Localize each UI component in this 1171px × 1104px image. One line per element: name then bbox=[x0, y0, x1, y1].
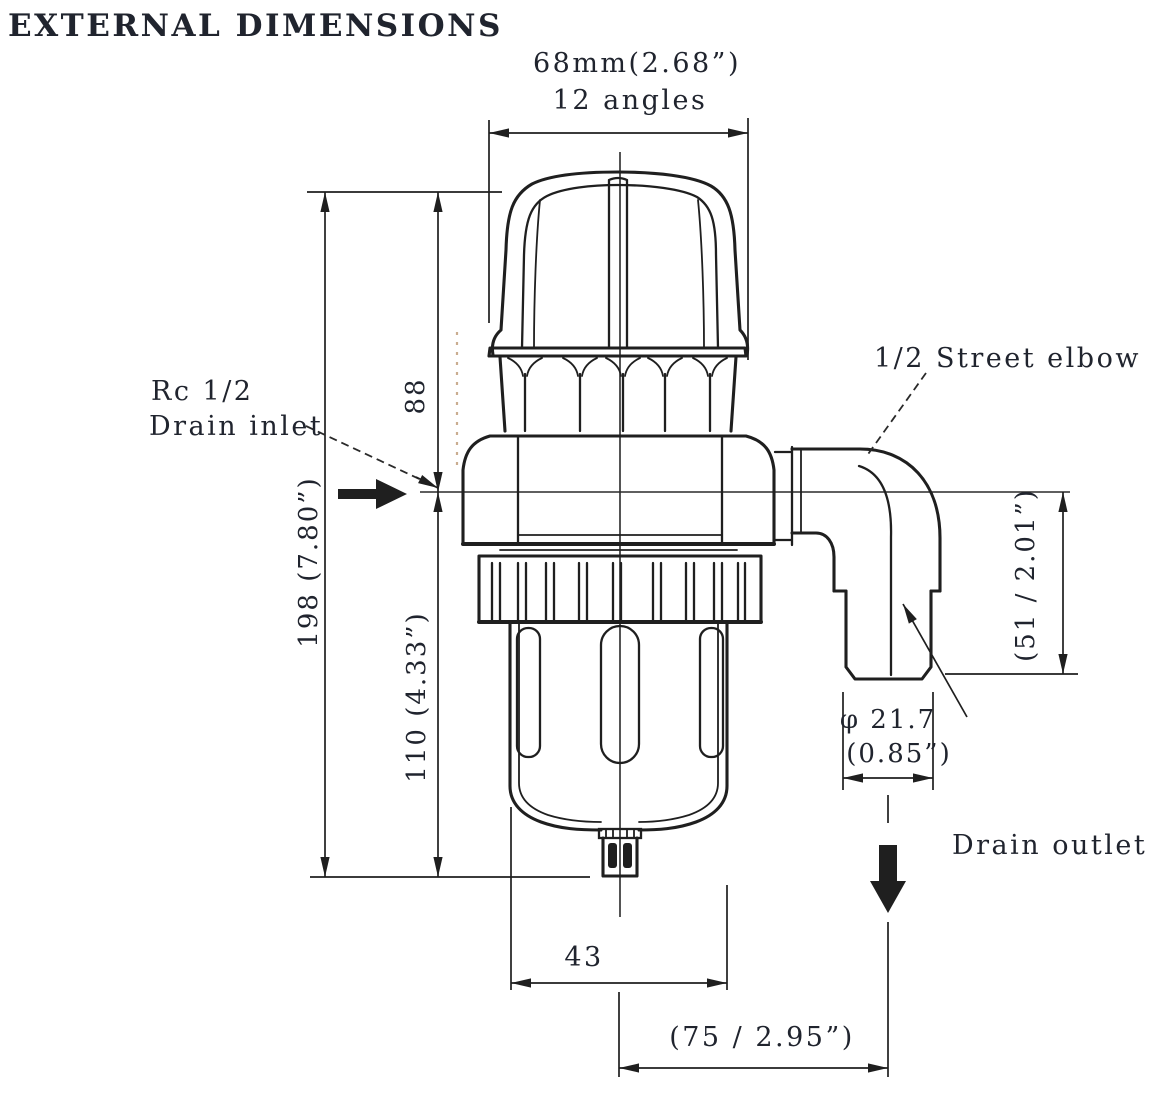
filter-cap bbox=[487, 170, 750, 358]
bowl-slot-right bbox=[698, 626, 725, 759]
thread-leader bbox=[902, 603, 968, 718]
cap-side-facets bbox=[533, 199, 705, 349]
bowl-guard-ring bbox=[477, 549, 763, 624]
ring-ribs bbox=[490, 561, 747, 622]
inlet-arrow-shaft bbox=[338, 489, 378, 499]
cock-detail-right bbox=[623, 843, 632, 868]
dim-outlet-diameter bbox=[842, 603, 968, 790]
dim-text-0-85: (0.85”) bbox=[846, 739, 951, 769]
dim-text-43: 43 bbox=[564, 942, 603, 973]
drain-cock bbox=[597, 827, 643, 878]
bowl-slot-left bbox=[515, 626, 542, 759]
page-title: EXTERNAL DIMENSIONS bbox=[8, 8, 503, 44]
dim-text-75: (75 / 2.95”) bbox=[669, 1022, 855, 1053]
inlet-arrow-head bbox=[376, 479, 407, 509]
label-inlet-thread: Rc 1/2 bbox=[151, 376, 254, 407]
dim-top-width bbox=[488, 118, 749, 360]
bowl-inner-left bbox=[518, 622, 602, 823]
labels: EXTERNAL DIMENSIONS 68mm(2.68”) 12 angle… bbox=[8, 8, 1147, 1053]
label-street-elbow: 1/2 Street elbow bbox=[874, 343, 1141, 374]
elbow-inner bbox=[790, 531, 836, 593]
nut-facet-lines bbox=[523, 372, 712, 433]
label-inlet-name: Drain inlet bbox=[149, 411, 323, 442]
dim-text-21-7: φ 21.7 bbox=[840, 705, 936, 735]
dim-elbow-drop bbox=[945, 492, 1078, 675]
cap-center-facet bbox=[607, 176, 629, 350]
leaders bbox=[305, 372, 927, 489]
dim-heights bbox=[307, 191, 590, 878]
label-drain-outlet: Drain outlet bbox=[952, 830, 1147, 861]
bowl-slot-center bbox=[599, 624, 641, 765]
street-elbow bbox=[790, 447, 942, 681]
elbow-outer bbox=[790, 447, 942, 593]
outlet-port bbox=[773, 445, 794, 547]
cock-flange-hatch bbox=[605, 829, 635, 838]
outlet-arrow-head bbox=[870, 881, 906, 913]
dim-outlet-offset bbox=[618, 992, 888, 1077]
body-block bbox=[461, 434, 794, 547]
bowl-outer-right bbox=[637, 621, 729, 832]
body-inner-verticals bbox=[516, 434, 724, 546]
outlet-arrow-shaft bbox=[879, 845, 897, 883]
label-top-width: 68mm(2.68”) bbox=[533, 48, 741, 79]
cap-inner-outline bbox=[520, 183, 720, 350]
bowl bbox=[508, 621, 729, 832]
body-outline bbox=[461, 434, 776, 546]
dim-bowl-width bbox=[510, 807, 728, 990]
cock-flange bbox=[597, 827, 643, 840]
elbow-leader bbox=[865, 372, 927, 458]
dim-text-198: 198 (7.80”) bbox=[294, 476, 324, 647]
bowl-outer-left bbox=[508, 621, 603, 832]
bowl-inner-right bbox=[638, 622, 719, 823]
inlet-leader bbox=[305, 425, 431, 485]
nut-outer-edges bbox=[498, 355, 738, 433]
outlet-flow-arrow bbox=[870, 795, 906, 1077]
label-top-width-note: 12 angles bbox=[553, 85, 708, 116]
inlet-leader-arrow bbox=[415, 474, 439, 489]
cap-rim bbox=[487, 346, 748, 358]
inlet-flow-arrow bbox=[338, 479, 407, 509]
hex-nut-band bbox=[498, 355, 738, 433]
ring-outline bbox=[477, 554, 763, 624]
cock-detail-left bbox=[608, 843, 617, 868]
dim-text-110: 110 (4.33”) bbox=[402, 611, 432, 782]
cap-outer-outline bbox=[490, 170, 750, 357]
dim-text-88: 88 bbox=[401, 377, 431, 414]
cock-body bbox=[601, 836, 639, 878]
elbow-mid-edge bbox=[857, 464, 893, 677]
nut-scallops bbox=[507, 357, 728, 377]
elbow-nipple bbox=[844, 589, 933, 681]
dim-text-51: (51 / 2.01”) bbox=[1011, 488, 1041, 662]
